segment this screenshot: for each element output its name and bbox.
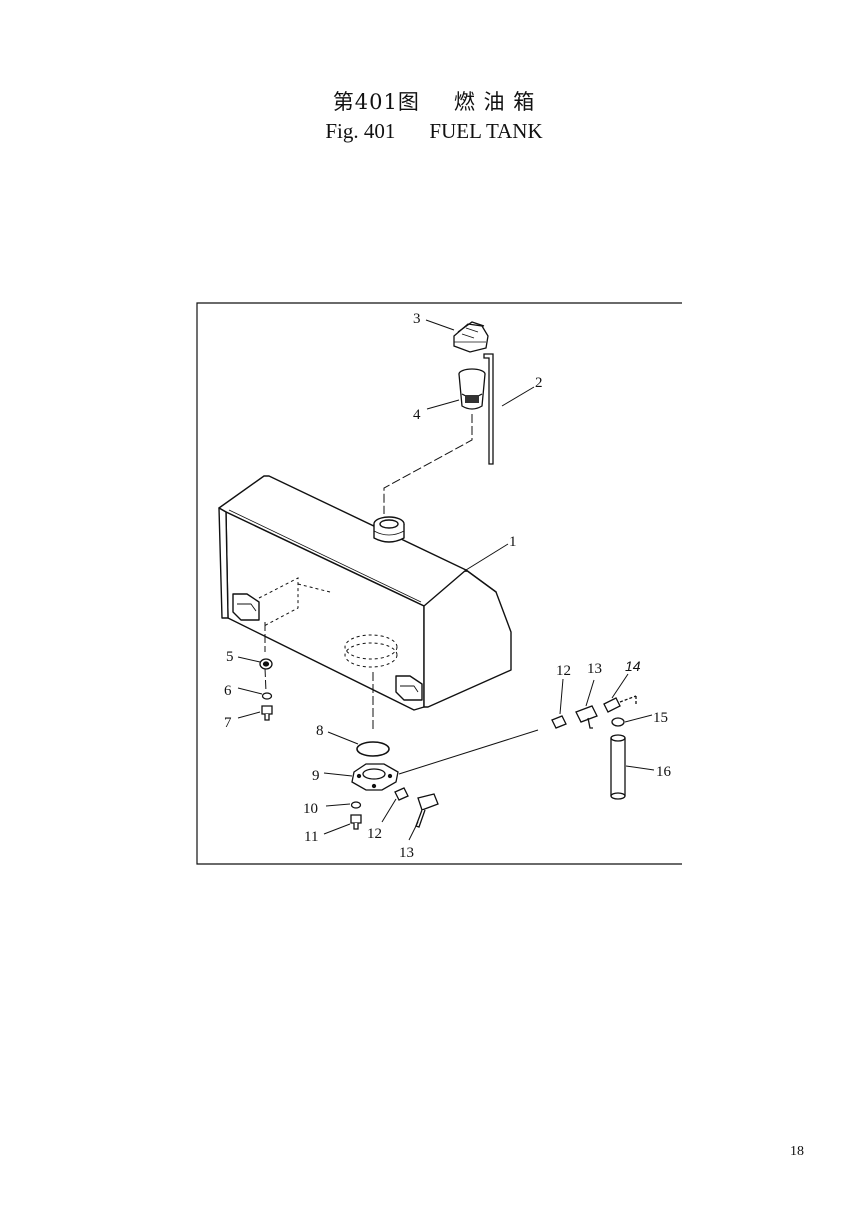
callout-13-lower: 13 [399, 845, 414, 861]
elbow-fitting-part-12-lower [394, 787, 409, 801]
assembly-line-left [264, 622, 267, 693]
bolt-part-7 [261, 705, 273, 721]
cock-part-13-upper [575, 705, 598, 729]
hidden-detail-lines [258, 577, 398, 668]
filler-cap-part [453, 321, 489, 353]
hose-part-16 [610, 734, 626, 800]
callout-15: 15 [653, 710, 668, 726]
fuel-tank-body [218, 475, 512, 711]
dipstick-part [483, 353, 494, 465]
figure-number-chinese: 第401图 [332, 90, 420, 114]
diagram-frame [196, 302, 682, 865]
callout-10: 10 [303, 801, 318, 817]
connector-part-14 [603, 695, 637, 713]
callout-6: 6 [224, 683, 232, 699]
callout-9: 9 [312, 768, 320, 784]
cock-part-13-lower [415, 793, 439, 828]
figure-title-english: Fig. 401 FUEL TANK [0, 119, 868, 144]
callout-8: 8 [316, 723, 324, 739]
exploded-view-diagram: 3 2 4 1 5 6 7 8 9 10 11 12 13 12 13 14 1… [196, 302, 683, 865]
figure-number-english: Fig. 401 [325, 119, 396, 143]
callout-7: 7 [224, 715, 232, 731]
page-number: 18 [790, 1144, 804, 1159]
callout-5: 5 [226, 649, 234, 665]
assembly-line-filler [383, 414, 473, 514]
callout-13-upper: 13 [587, 661, 602, 677]
elbow-fitting-part-12-upper [551, 715, 567, 729]
washer-part-5 [259, 658, 273, 670]
lock-washer-part-10 [350, 801, 362, 809]
callout-leader-lines [237, 319, 655, 841]
diagram-canvas: 3 2 4 1 5 6 7 8 9 10 11 12 13 12 13 14 1… [196, 302, 682, 865]
figure-name-chinese: 燃 油 箱 [453, 90, 536, 114]
callout-14: 14 [625, 658, 641, 674]
filler-strainer-part [458, 368, 486, 410]
figure-name-english: FUEL TANK [429, 119, 543, 143]
callout-16: 16 [656, 764, 672, 780]
callout-12-upper: 12 [556, 663, 571, 679]
callout-4: 4 [413, 407, 421, 423]
bolt-part-11 [350, 814, 362, 830]
callout-11: 11 [304, 829, 318, 845]
callout-12-lower: 12 [367, 826, 382, 842]
callout-1: 1 [509, 534, 517, 550]
drain-cover-part-9 [351, 763, 399, 791]
assembly-line-hose [398, 729, 539, 775]
lock-washer-part-6 [261, 692, 273, 700]
callout-2: 2 [535, 375, 543, 391]
figure-title-chinese: 第401图 燃 油 箱 [0, 86, 868, 116]
o-ring-part-8 [356, 741, 390, 757]
clamp-part-15 [611, 717, 625, 727]
callout-3: 3 [413, 311, 421, 327]
